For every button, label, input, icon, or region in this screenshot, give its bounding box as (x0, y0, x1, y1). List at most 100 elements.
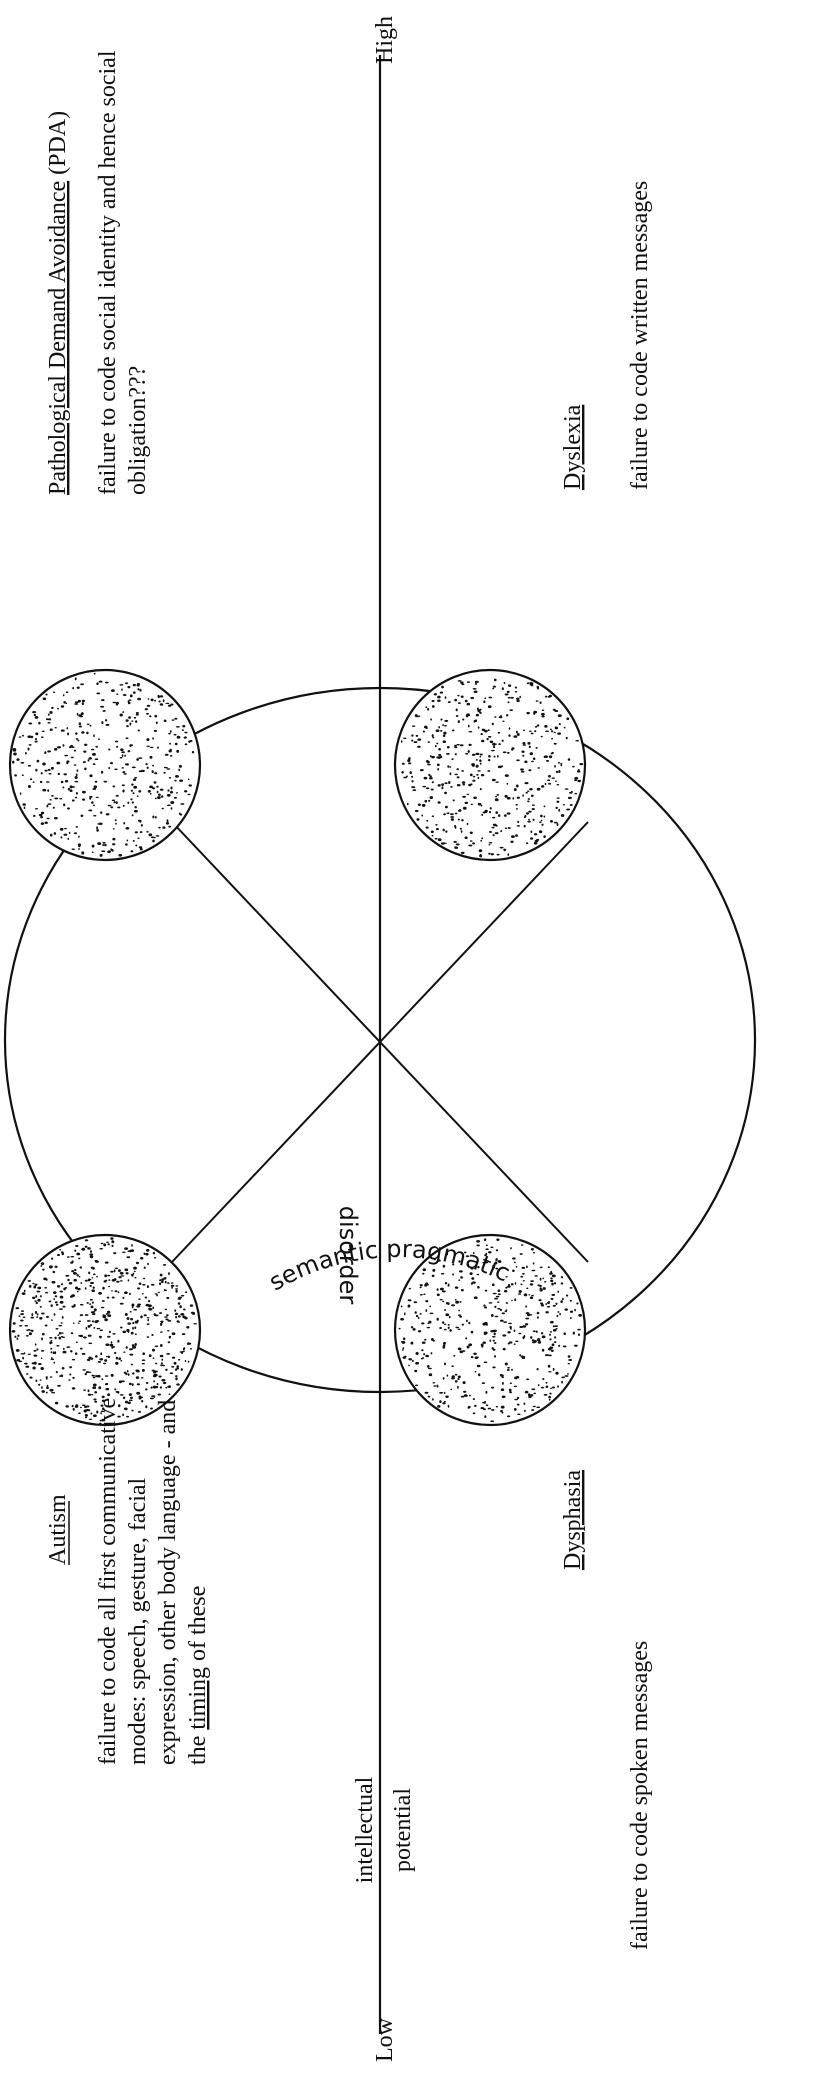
stipple-dot (574, 1345, 578, 1347)
stipple-dot (161, 795, 163, 798)
stipple-dot (523, 1280, 525, 1281)
stipple-dot (162, 826, 165, 828)
stipple-dot (88, 1343, 92, 1345)
stipple-dot (79, 726, 82, 728)
stipple-dot (489, 1302, 493, 1304)
stipple-dot (578, 1333, 580, 1336)
stipple-dot (471, 1331, 473, 1334)
stipple-dot (183, 1347, 185, 1349)
stipple-dot (560, 763, 562, 765)
stipple-dot (541, 785, 544, 788)
stipple-dot (494, 1298, 498, 1300)
stipple-dot (138, 790, 141, 792)
stipple-dot (95, 1375, 97, 1377)
autism-title: Autism (45, 1494, 71, 1565)
stipple-dot (425, 1300, 428, 1302)
stipple-dot (557, 801, 560, 803)
stipple-dot (426, 827, 429, 829)
stipple-dot (497, 794, 499, 796)
stipple-dot (444, 1401, 446, 1403)
stipple-dot (123, 694, 127, 696)
stipple-dot (41, 822, 44, 825)
stipple-dot (53, 807, 55, 809)
stipple-dot (46, 1392, 48, 1394)
stipple-dot (554, 765, 556, 768)
stipple-dot (509, 709, 513, 711)
stipple-dot (579, 763, 583, 765)
stipple-dot (139, 820, 141, 823)
stipple-dot (91, 1394, 93, 1395)
stipple-dot (521, 771, 525, 773)
stipple-dot (570, 1287, 573, 1289)
stipple-dot (508, 684, 511, 687)
stipple-dot (455, 1327, 459, 1329)
stipple-dot (512, 797, 514, 799)
stipple-dot (88, 809, 92, 811)
stipple-dot (135, 831, 138, 833)
stipple-dot (184, 737, 187, 739)
stipple-dot (507, 691, 510, 693)
stipple-dot (414, 1370, 417, 1373)
stipple-dot (403, 738, 406, 740)
stipple-dot (57, 1385, 61, 1387)
stipple-dot (160, 1321, 164, 1323)
stipple-dot (526, 1378, 529, 1380)
stipple-dot (475, 681, 479, 683)
stipple-dot (522, 755, 524, 757)
stipple-dot (156, 835, 160, 837)
stipple-dot (423, 1268, 426, 1271)
stipple-dot (187, 1343, 191, 1345)
stipple-dot (77, 1288, 80, 1290)
stipple-dot (120, 1394, 124, 1395)
stipple-dot (408, 1365, 410, 1367)
stipple-dot (476, 1245, 480, 1247)
stipple-dot (162, 1365, 165, 1367)
stipple-dot (547, 779, 550, 781)
stipple-dot (14, 1336, 16, 1338)
stipple-dot (448, 1324, 450, 1326)
stipple-dot (419, 1313, 421, 1315)
stipple-dot (97, 1375, 101, 1378)
stipple-dot (158, 1393, 161, 1395)
stipple-dot (421, 1349, 423, 1351)
stipple-dot (116, 702, 119, 704)
stipple-dot (79, 722, 81, 725)
stipple-dot (88, 1372, 92, 1373)
stipple-dot (495, 798, 499, 801)
stipple-dot (116, 801, 118, 804)
stipple-dot (139, 846, 143, 848)
stipple-dot (489, 1340, 491, 1342)
stipple-dot (45, 1292, 48, 1294)
stipple-dot (490, 1247, 493, 1249)
stipple-dot (93, 734, 95, 737)
stipple-dot (54, 1313, 56, 1316)
stipple-dot (46, 1316, 49, 1318)
stipple-dot (529, 731, 532, 732)
stipple-dot (547, 1302, 550, 1304)
stipple-dot (400, 1318, 404, 1321)
stipple-dot (132, 1322, 134, 1324)
stipple-dot (450, 816, 454, 818)
stipple-dot (85, 1280, 88, 1282)
stipple-dot (452, 729, 455, 731)
stipple-dot (60, 1296, 64, 1299)
stipple-dot (163, 1264, 166, 1266)
stipple-dot (72, 746, 74, 748)
stipple-dot (89, 1285, 92, 1287)
stipple-dot (425, 1309, 427, 1312)
stipple-dot (134, 1277, 136, 1279)
stipple-dot (20, 792, 22, 794)
stipple-dot (49, 1266, 53, 1268)
stipple-dot (448, 1405, 450, 1408)
stipple-dot (125, 1401, 128, 1404)
stipple-dot (21, 762, 25, 764)
stipple-dot (545, 730, 549, 732)
stipple-dot (139, 689, 141, 692)
stipple-dot (517, 1404, 520, 1406)
stipple-dot (88, 1389, 90, 1392)
stipple-dot (75, 781, 79, 782)
stipple-dot (89, 1303, 91, 1305)
stipple-dot (115, 823, 117, 825)
stipple-dot (138, 1298, 140, 1300)
stipple-dot (45, 693, 47, 695)
